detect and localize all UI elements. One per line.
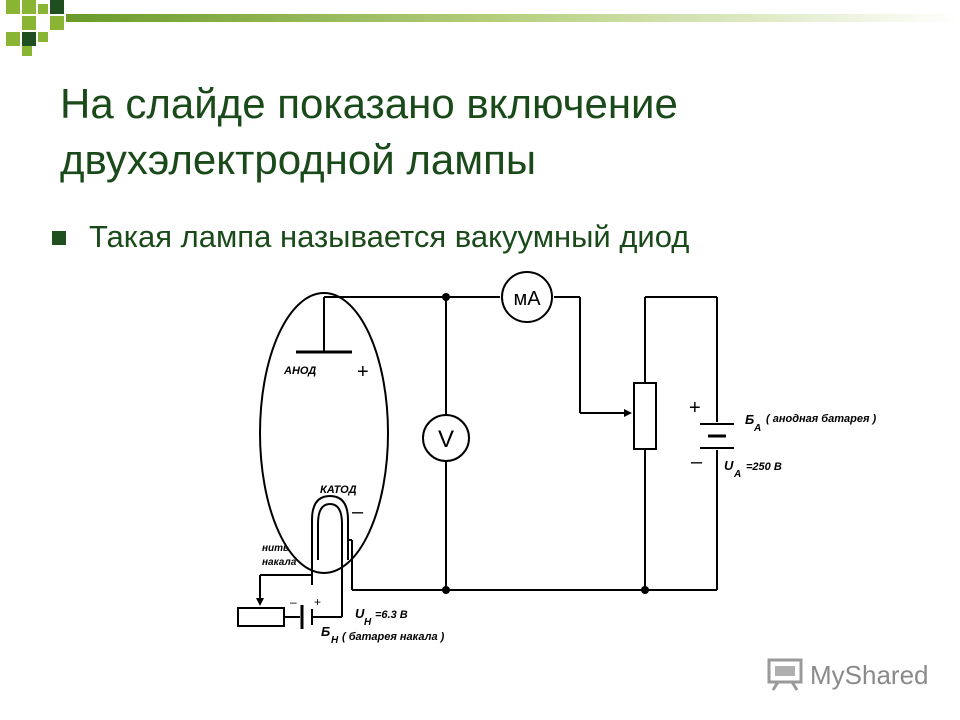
heater-battery-minus: – [290,595,297,609]
heater-battery-plus: + [314,595,321,609]
anode-plus-sign: + [357,361,369,383]
anode-voltage-value: =250 В [746,461,782,473]
anode-battery-subscript: А [753,423,761,434]
voltmeter-label: V [438,426,454,453]
slide-title: На слайде показано включение двухэлектро… [60,80,678,183]
watermark-text: MyShared [810,660,929,690]
anode-battery-description: ( анодная батарея ) [766,413,876,425]
voltmeter [422,414,470,462]
bullet-marker [52,231,66,245]
battery-minus-sign: – [691,451,703,473]
milliammeter-label: мА [513,288,541,310]
cathode-label: КАТОД [320,484,357,496]
anode-label: АНОД [283,365,316,377]
heater-voltage-subscript: Н [364,617,372,628]
potentiometer [633,382,657,450]
filament-label-line2: накала [262,557,297,568]
heater-voltage-value: =6.3 В [375,609,408,621]
decorative-top-band [6,0,960,56]
junction-dot [442,586,450,594]
battery-plus-sign: + [689,397,701,419]
milliammeter [501,271,553,323]
cathode-filament [311,494,349,560]
rheostat-arrow [256,598,264,606]
heater-battery-description: ( батарея накала ) [342,631,445,643]
filament-label-line1: нить [262,543,289,554]
junction-dot [641,586,649,594]
heater-battery-subscript: Н [331,635,339,646]
cathode-minus-sign: – [352,501,364,523]
bullet-text: Такая лампа называется вакуумный диод [89,219,690,254]
heater-voltage-symbol: U [355,606,365,621]
anode-voltage-symbol: U [724,458,734,473]
filament-rheostat [237,607,285,627]
anode-voltage-subscript: А [733,469,741,480]
junction-dot [442,293,450,301]
anode-battery-symbol: Б [745,412,754,427]
potentiometer-wiper-arrow [624,409,632,417]
heater-battery-symbol: Б [321,624,330,639]
presentation-board-icon [767,658,803,691]
lamp-envelope [259,292,389,574]
